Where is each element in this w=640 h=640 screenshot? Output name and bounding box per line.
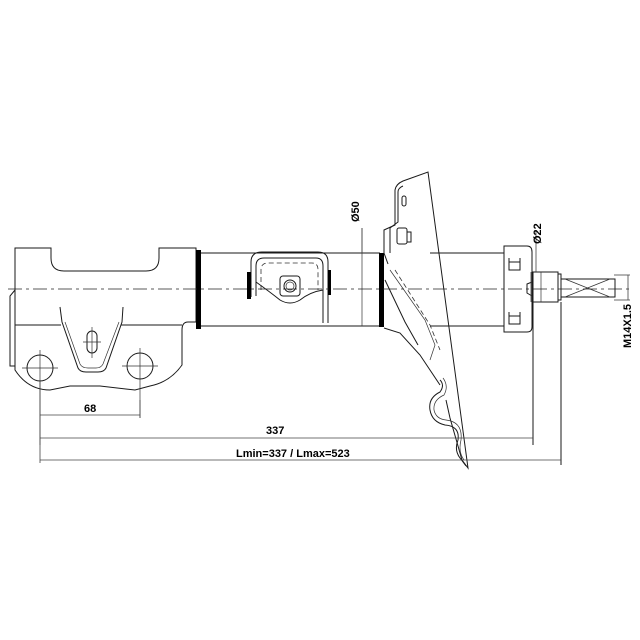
dim-label-337: 337: [266, 425, 284, 437]
lower-bracket: [9, 247, 197, 445]
upper-body: [430, 245, 533, 333]
dim-label-68: 68: [84, 403, 96, 415]
dim-label-tube-diameter: Ø50: [350, 201, 362, 222]
dim-label-thread: M14X1.5: [622, 304, 634, 348]
spring-seat: [383, 171, 469, 470]
dimension-lines: [39, 228, 630, 463]
main-tube: [196, 228, 384, 329]
stabilizer-bracket: [247, 251, 331, 323]
dim-label-overall-length: Lmin=337 / Lmax=523: [236, 448, 350, 460]
piston-rod: [532, 271, 616, 465]
dim-label-rod-diameter: Ø22: [532, 223, 544, 244]
